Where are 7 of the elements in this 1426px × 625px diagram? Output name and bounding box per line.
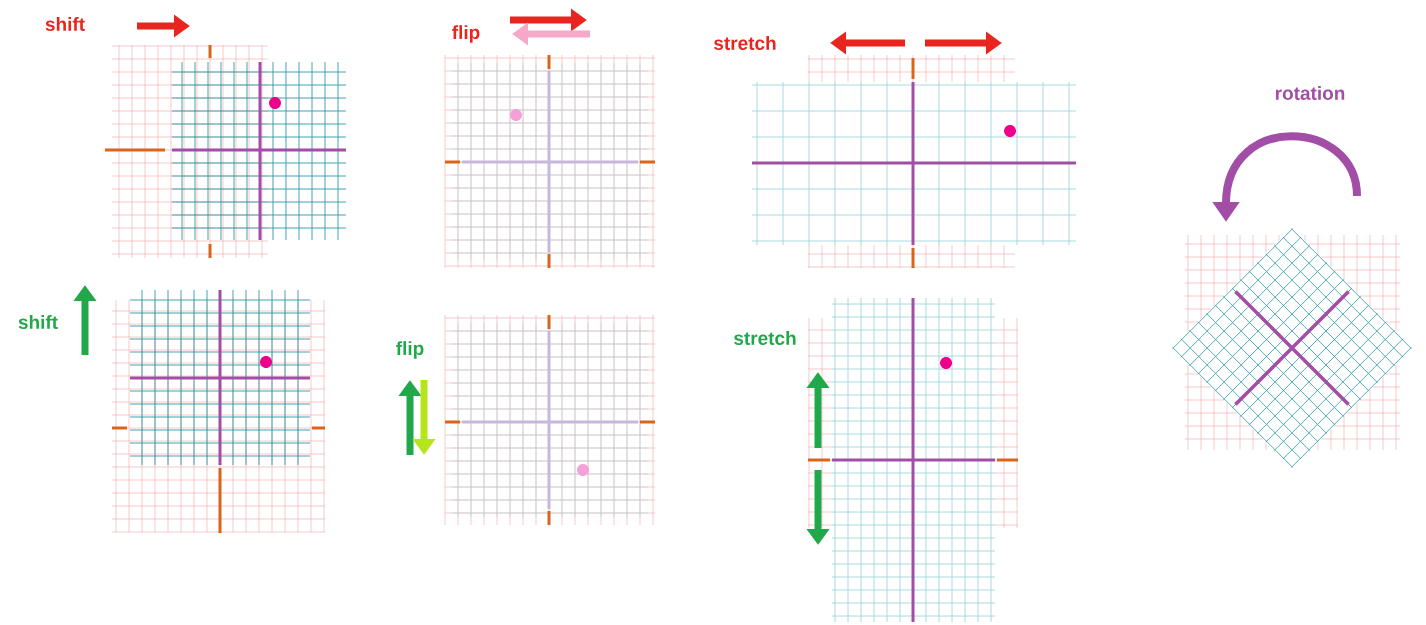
transformation-label: shift (45, 17, 85, 31)
transformation-label: stretch (714, 36, 776, 50)
transformation-label: shift (18, 315, 58, 329)
transformation-label: rotation (1275, 86, 1345, 100)
transformation-label: flip (452, 25, 480, 43)
transformation-label: flip (396, 341, 424, 359)
transformation-label: stretch (734, 331, 796, 345)
